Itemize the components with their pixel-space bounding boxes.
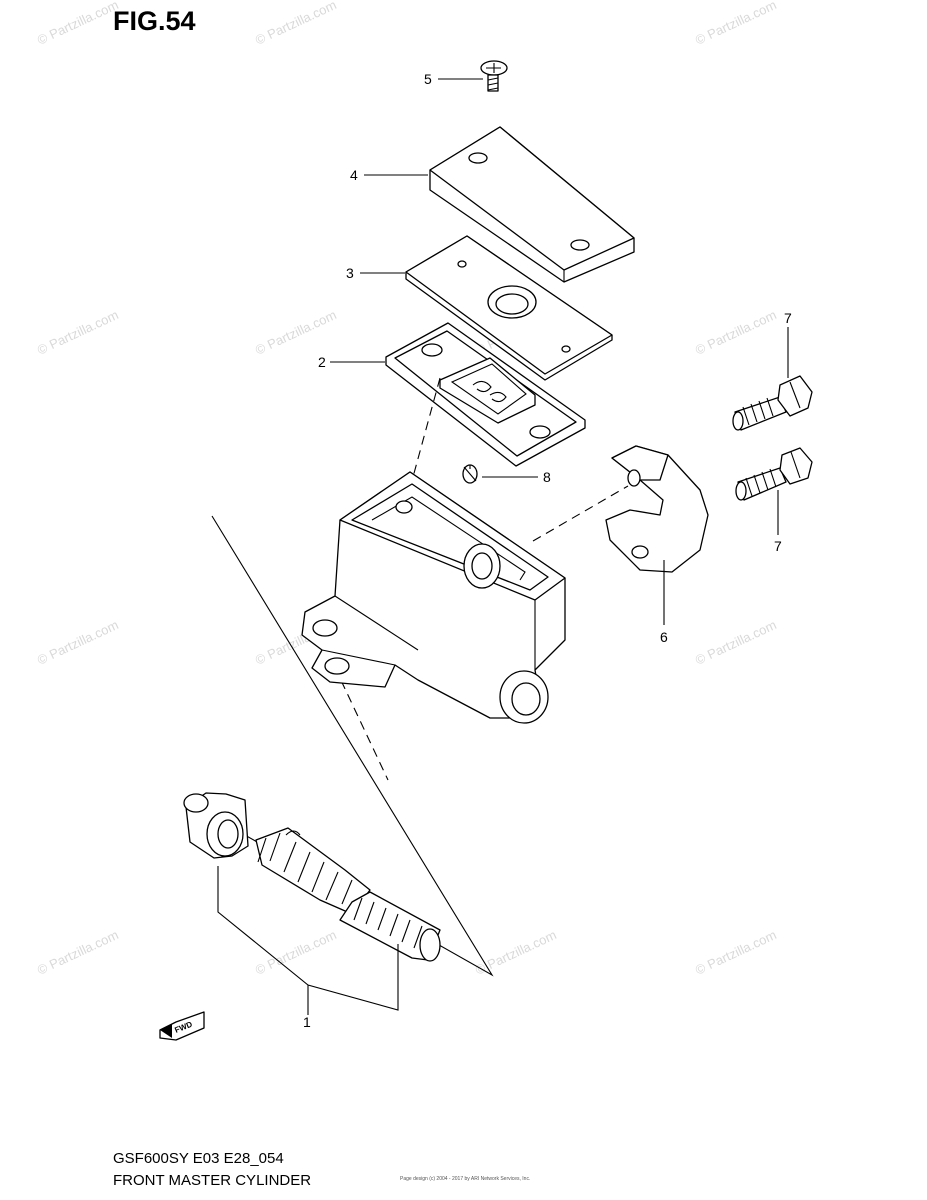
callout-7-upper: 7 — [784, 310, 792, 326]
part-3-reservoir-plate[interactable] — [360, 235, 613, 381]
direction-badge: FWD — [159, 1011, 205, 1041]
part-5-cap-screw[interactable] — [438, 60, 508, 92]
callout-8: 8 — [543, 469, 551, 485]
callout-5: 5 — [424, 71, 432, 87]
master-cylinder-body[interactable] — [301, 471, 566, 724]
watermark: © Partzilla.com — [35, 0, 121, 48]
watermark: © Partzilla.com — [253, 0, 339, 48]
callout-6: 6 — [660, 629, 668, 645]
watermark: © Partzilla.com — [35, 617, 121, 668]
callout-labels: 1 2 3 4 5 6 7 7 8 — [303, 71, 792, 1030]
section-title: FRONT MASTER CYLINDER — [113, 1172, 312, 1189]
part-7-clamp-bolt-lower[interactable] — [735, 447, 813, 535]
callout-4: 4 — [350, 167, 358, 183]
model-code: GSF600SY E03 E28_054 — [113, 1150, 284, 1167]
part-4-reservoir-cap[interactable] — [364, 126, 635, 283]
assembly-guide-line — [321, 639, 389, 781]
assembly-guide-line — [403, 377, 441, 511]
part-6-holder-clamp[interactable] — [605, 445, 709, 625]
watermark: © Partzilla.com — [693, 927, 779, 978]
watermark: © Partzilla.com — [35, 927, 121, 978]
watermark: © Partzilla.com — [693, 0, 779, 48]
part-7-clamp-bolt-upper[interactable] — [732, 327, 813, 431]
callout-7-lower: 7 — [774, 538, 782, 554]
watermark: © Partzilla.com — [693, 307, 779, 358]
watermark: © Partzilla.com — [693, 617, 779, 668]
figure-title: FIG.54 — [113, 6, 196, 36]
part-1-piston-set[interactable] — [183, 792, 441, 1015]
watermark: © Partzilla.com — [253, 307, 339, 358]
watermark: © Partzilla.com — [253, 927, 339, 978]
callout-3: 3 — [346, 265, 354, 281]
watermark: © Partzilla.com — [473, 927, 559, 978]
callout-2: 2 — [318, 354, 326, 370]
assembly-guide-line — [532, 485, 629, 542]
arrow-left-icon — [160, 1024, 172, 1038]
copyright-note: Page design (c) 2004 - 2017 by ARI Netwo… — [400, 1176, 531, 1182]
part-2-diaphragm[interactable] — [330, 322, 586, 467]
watermark: © Partzilla.com — [35, 307, 121, 358]
callout-1: 1 — [303, 1014, 311, 1030]
part-8-plug[interactable] — [462, 464, 538, 484]
